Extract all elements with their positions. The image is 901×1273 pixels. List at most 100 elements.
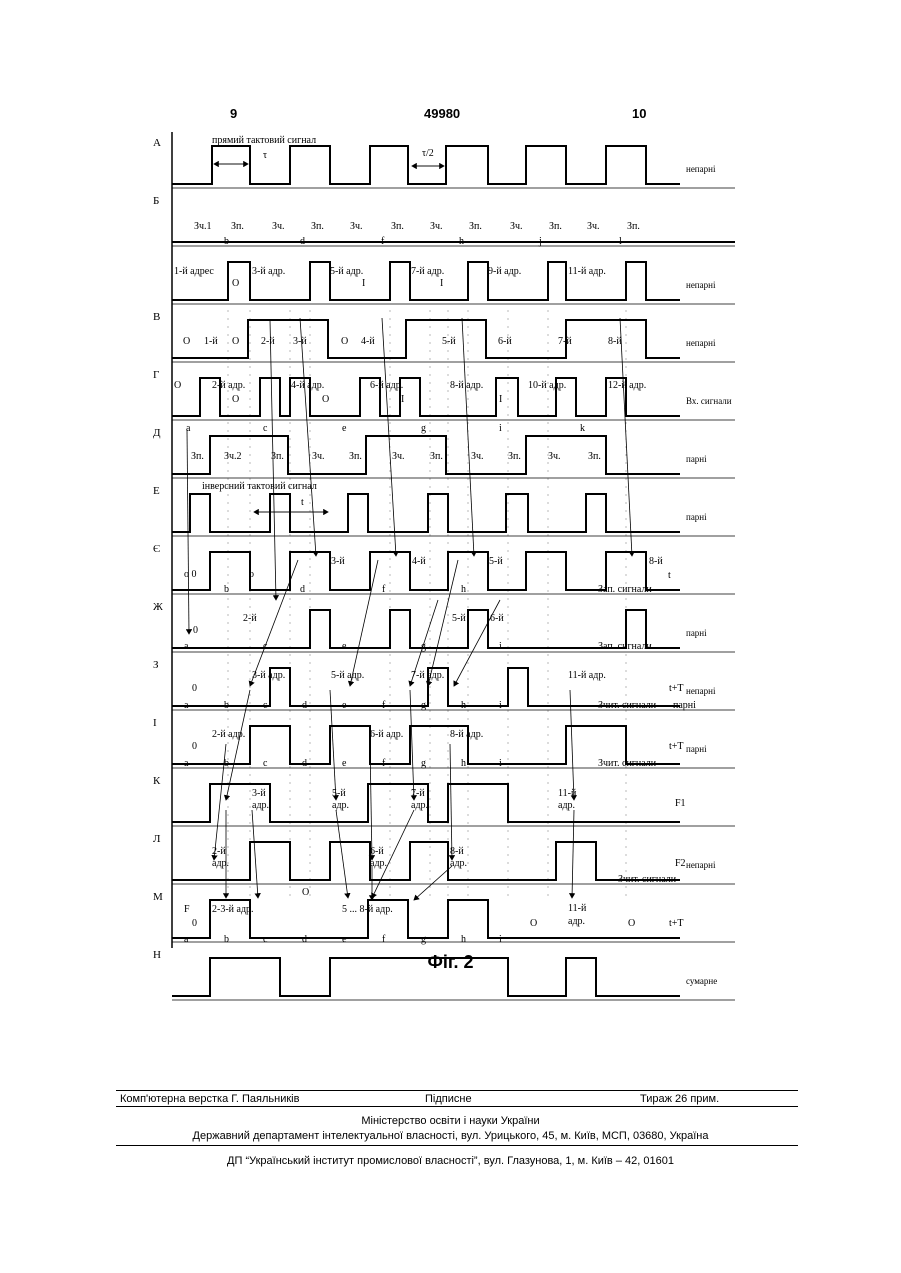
- row-letter: М: [153, 891, 163, 903]
- diagram-label: h: [461, 934, 466, 945]
- footer-institute: ДП “Український інститут промислової вла…: [0, 1155, 901, 1167]
- diagram-label: О: [174, 380, 181, 391]
- diagram-label: b: [224, 700, 229, 711]
- diagram-label: адр.: [252, 800, 269, 811]
- diagram-label: 8-й адр.: [450, 380, 483, 391]
- diagram-label: a: [184, 934, 189, 945]
- diagram-label: 6-й: [498, 336, 512, 347]
- diagram-label: h: [461, 584, 466, 595]
- diagram-label: j: [538, 236, 542, 247]
- flow-arrow: [252, 810, 258, 898]
- diagram-label: 8-й: [608, 336, 622, 347]
- diagram-label: о: [249, 569, 254, 580]
- diagram-label: 7-й адр.: [411, 670, 444, 681]
- diagram-label: 2-й: [243, 613, 257, 624]
- row-tag: сумарне: [686, 976, 717, 986]
- diagram-label: Зп.: [231, 221, 244, 232]
- diagram-label: І: [440, 278, 443, 289]
- figure-caption: Фіг. 2: [0, 952, 901, 973]
- diagram-label: парні: [673, 700, 696, 711]
- flow-arrow: [572, 810, 574, 898]
- diagram-label: 5-й: [489, 556, 503, 567]
- row-letter: З: [153, 659, 159, 671]
- row-letter: Е: [153, 485, 160, 497]
- diagram-label: Зч.: [510, 221, 523, 232]
- waveform: [172, 378, 680, 416]
- diagram-label: Зч.: [471, 451, 484, 462]
- diagram-label: 11-й: [568, 903, 587, 914]
- row-tag: непарні: [686, 338, 716, 348]
- diagram-label: 6-й: [370, 846, 384, 857]
- diagram-label: Зч.2: [224, 451, 242, 462]
- diagram-label: адр.: [212, 858, 229, 869]
- diagram-label: t: [301, 497, 304, 508]
- footer-department: Державний департамент інтелектуальної вл…: [0, 1130, 901, 1142]
- row-letter: А: [153, 137, 161, 149]
- diagram-label: 8-й: [649, 556, 663, 567]
- diagram-label: 5-й: [442, 336, 456, 347]
- row-letter: Л: [153, 833, 161, 845]
- diagram-label: О: [232, 394, 239, 405]
- row-letter: І: [153, 717, 157, 729]
- diagram-label: F: [184, 904, 190, 915]
- diagram-label: a: [184, 700, 189, 711]
- diagram-label: 4-й: [412, 556, 426, 567]
- diagram-label: адр.: [558, 800, 575, 811]
- diagram-label: адр.: [332, 800, 349, 811]
- diagram-label: Зп.: [271, 451, 284, 462]
- footer-rule-middle: [116, 1106, 798, 1107]
- diagram-label: інверсний тактовий сигнал: [202, 481, 317, 492]
- diagram-label: 5 ... 8-й адр.: [342, 904, 393, 915]
- diagram-label: 11-й адр.: [568, 266, 606, 277]
- diagram-label: 7-й: [411, 788, 425, 799]
- diagram-label: О: [232, 278, 239, 289]
- diagram-label: g: [421, 641, 426, 652]
- diagram-label: 10-й адр.: [528, 380, 566, 391]
- diagram-label: О: [341, 336, 348, 347]
- diagram-label: 5-й адр.: [330, 266, 363, 277]
- diagram-label: адр.: [568, 916, 585, 927]
- diagram-label: 6-й адр.: [370, 729, 403, 740]
- row-tag: парні: [686, 512, 707, 522]
- diagram-label: 6-й: [490, 613, 504, 624]
- diagram-label: i: [499, 423, 502, 434]
- diagram-label: 7-й: [558, 336, 572, 347]
- diagram-label: τ/2: [422, 148, 434, 159]
- diagram-label: Зч.: [350, 221, 363, 232]
- diagram-label: о 0: [184, 569, 197, 580]
- row-letter: В: [153, 311, 160, 323]
- diagram-label: b: [224, 236, 229, 247]
- diagram-label: 5-й адр.: [331, 670, 364, 681]
- diagram-label: F2: [675, 858, 686, 869]
- diagram-label: c: [263, 423, 268, 434]
- diagram-label: прямий тактовий сигнал: [212, 135, 316, 146]
- footer-rule-top: [116, 1090, 798, 1091]
- diagram-label: d: [302, 758, 307, 769]
- flow-arrow: [300, 318, 316, 556]
- diagram-label: i: [499, 641, 502, 652]
- footer-circulation: Тираж 26 прим.: [640, 1093, 719, 1105]
- diagram-label: адр.: [450, 858, 467, 869]
- diagram-label: a: [184, 758, 189, 769]
- diagram-label: d: [302, 700, 307, 711]
- diagram-label: Зч.1: [194, 221, 212, 232]
- diagram-label: Зап. сигнали: [598, 641, 652, 652]
- diagram-label: c: [263, 700, 268, 711]
- diagram-label: Зп.: [508, 451, 521, 462]
- diagram-label: b: [224, 584, 229, 595]
- diagram-label: 7-й адр.: [411, 266, 444, 277]
- diagram-label: 6-й адр.: [370, 380, 403, 391]
- waveform: [172, 494, 680, 532]
- row-letter: Є: [153, 543, 160, 555]
- diagram-label: e: [342, 423, 347, 434]
- diagram-label: 1-й: [204, 336, 218, 347]
- diagram-label: 5-й: [332, 788, 346, 799]
- waveform: [172, 436, 680, 474]
- row-tag: непарні: [686, 164, 716, 174]
- diagram-label: k: [580, 423, 585, 434]
- diagram-label: g: [421, 934, 426, 945]
- diagram-label: І: [362, 278, 365, 289]
- diagram-label: a: [184, 641, 189, 652]
- diagram-label: f: [382, 584, 386, 595]
